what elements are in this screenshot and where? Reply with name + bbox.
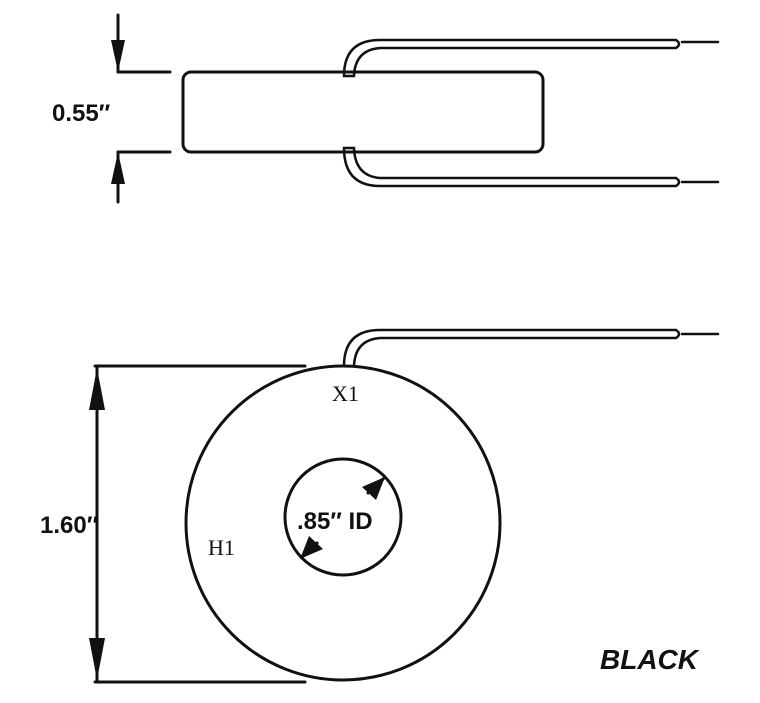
arrow-up-icon — [111, 152, 125, 184]
arrow-down-icon — [89, 638, 105, 680]
side-height-dimension — [116, 13, 172, 204]
color-label: BLACK — [600, 644, 698, 675]
arrow-icon — [300, 536, 323, 559]
side-lead-bottom — [342, 146, 720, 188]
side-height-label: 0.55″ — [52, 100, 111, 127]
diameter-dimension — [93, 364, 307, 684]
side-view-body — [181, 70, 545, 154]
toroid-lead — [342, 328, 720, 368]
diameter-label: 1.60″ — [40, 512, 99, 539]
arrow-icon — [362, 477, 385, 500]
toroid-inner-hole — [283, 457, 403, 577]
arrow-up-icon — [89, 368, 105, 410]
arrow-down-icon — [111, 40, 125, 72]
terminal-x1-label: X1 — [332, 381, 359, 406]
inner-diameter-label: .85″ ID — [297, 508, 373, 535]
side-lead-top — [342, 38, 720, 78]
terminal-h1-label: H1 — [208, 535, 235, 560]
